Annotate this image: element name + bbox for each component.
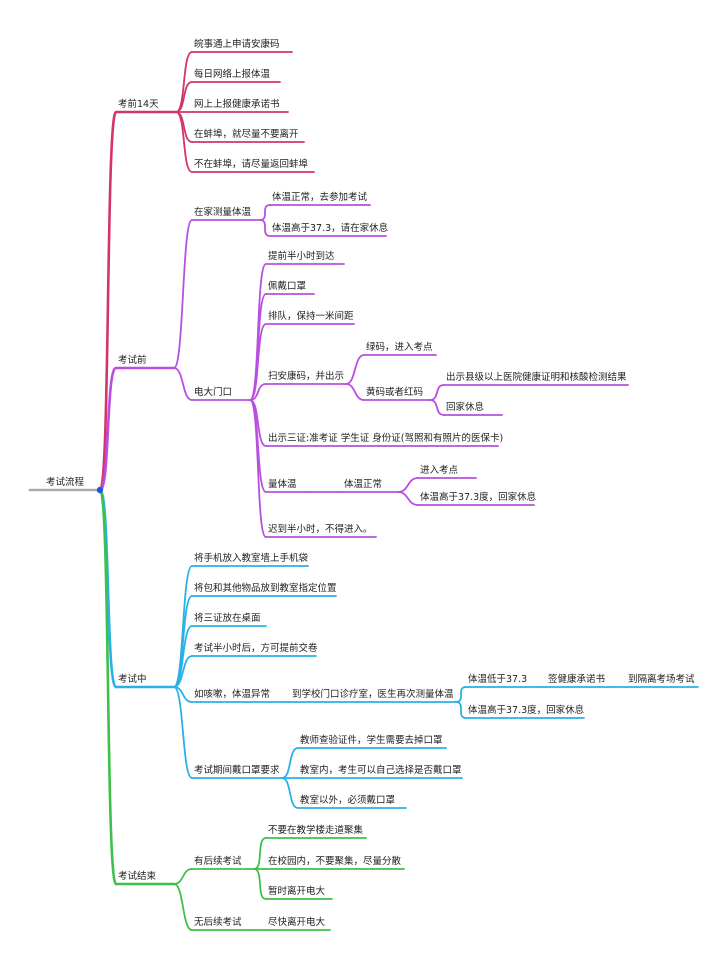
node-branches-1-children-1-children-3-children-0[interactable]: 绿码，进入考点 [366, 342, 433, 353]
node-branches-1-children-1-children-3-children-1-children-1[interactable]: 回家休息 [446, 402, 485, 413]
node-branches-3-children-1-children-0[interactable]: 尽快离开电大 [268, 917, 326, 928]
node-branches-1-children-1-children-6[interactable]: 迟到半小时，不得进入。 [268, 524, 373, 535]
node-branches-2-children-5[interactable]: 考试期间戴口罩要求 [194, 765, 280, 776]
connector-branches-3-children-0-children-2 [253, 868, 267, 900]
node-branches-0[interactable]: 考前14天 [118, 99, 159, 110]
node-branches-1-children-1[interactable]: 电大门口 [194, 387, 233, 398]
node-branches-1-children-1-children-3[interactable]: 扫安康码，并出示 [268, 371, 345, 382]
root-topic[interactable]: 考试流程 [46, 477, 85, 488]
node-branches-1-children-1-children-3-children-1[interactable]: 黄码或者红码 [366, 387, 424, 398]
node-branches-1-children-0-children-0[interactable]: 体温正常，去参加考试 [272, 192, 368, 203]
node-branches-2-children-4-children-0-children-0-children-0-children-0[interactable]: 到隔离考场考试 [628, 674, 695, 685]
node-branches-2[interactable]: 考试中 [118, 674, 147, 685]
node-branches-2-children-2[interactable]: 将三证放在桌面 [194, 613, 261, 624]
node-branches-1-children-0[interactable]: 在家测量体温 [194, 207, 252, 218]
node-branches-1-children-1-children-4[interactable]: 出示三证:准考证 学生证 身份证(驾照和有照片的医保卡) [268, 433, 504, 444]
node-branches-2-children-4-children-0-children-0-children-0[interactable]: 签健康承诺书 [548, 674, 606, 685]
connector-branches-1-children-1-children-2 [249, 323, 267, 401]
connector-branches-1-children-1-children-3-children-1 [345, 383, 365, 401]
node-branches-1-children-1-children-2[interactable]: 排队，保持一米间距 [268, 311, 354, 322]
node-branches-2-children-5-children-2[interactable]: 教室以外，必须戴口罩 [300, 795, 396, 806]
connector-branches-2-children-4-children-0-children-1 [455, 701, 467, 719]
node-branches-3-children-0[interactable]: 有后续考试 [194, 856, 242, 867]
node-branches-1-children-1-children-5-children-0-children-0[interactable]: 进入考点 [420, 465, 459, 476]
node-branches-3-children-0-children-2[interactable]: 暂时离开电大 [268, 886, 326, 897]
connector-branches-1-children-1-children-3-children-1-children-0 [429, 384, 445, 401]
node-branches-2-children-0[interactable]: 将手机放入教室墙上手机袋 [194, 553, 309, 564]
node-branches-1-children-1-children-5[interactable]: 量体温 [268, 479, 297, 490]
node-branches-1-children-1-children-5-children-0-children-1[interactable]: 体温高于37.3度，回家休息 [420, 492, 537, 503]
node-branches-2-children-1[interactable]: 将包和其他物品放到教室指定位置 [194, 583, 337, 594]
node-branches-2-children-4-children-0-children-1[interactable]: 体温高于37.3度，回家休息 [468, 705, 585, 716]
connector-branches-1 [98, 366, 118, 492]
connector-branches-1-children-1-children-0 [249, 263, 267, 401]
connector-branches-3-children-0 [173, 868, 193, 885]
connector-branches-2-children-3 [173, 655, 193, 688]
connector-branches-2-children-4-children-0-children-0 [455, 686, 467, 703]
connector-branches-1-children-1-children-3-children-1-children-1 [429, 399, 445, 416]
node-branches-1-children-1-children-3-children-1-children-0[interactable]: 出示县级以上医院健康证明和核酸检测结果 [446, 372, 627, 383]
node-branches-3-children-0-children-0[interactable]: 不要在教学楼走道聚集 [268, 825, 364, 836]
connector-branches-3-children-1 [173, 883, 193, 931]
connector-branches-1-children-0 [173, 219, 193, 369]
connector-branches-1-children-0-children-1 [259, 219, 271, 237]
connector-branches-1-children-1-children-5-children-0-children-1 [397, 491, 419, 506]
connector-branches-2-children-5-children-2 [281, 777, 299, 809]
connector-branches-3-children-0-children-0 [253, 837, 267, 870]
node-branches-0-children-3[interactable]: 在蚌埠，就尽量不要离开 [194, 129, 299, 140]
node-branches-2-children-3[interactable]: 考试半小时后，方可提前交卷 [194, 643, 318, 654]
connector-branches-1-children-0-children-0 [259, 204, 271, 221]
connector-branches-1-children-1 [173, 367, 193, 401]
root-hub-dot [96, 486, 104, 494]
node-branches-1[interactable]: 考试前 [118, 355, 147, 366]
connector-branches-0-children-4 [175, 111, 193, 173]
connector-branches-1-children-1-children-6 [249, 399, 267, 538]
node-branches-0-children-2[interactable]: 网上上报健康承诺书 [194, 99, 280, 110]
node-branches-2-children-4[interactable]: 如咳嗽，体温异常 [194, 689, 271, 700]
connector-branches-1-children-1-children-5-children-0-children-0 [397, 477, 419, 493]
node-branches-2-children-4-children-0-children-0[interactable]: 体温低于37.3 [468, 674, 528, 685]
node-branches-0-children-4[interactable]: 不在蚌埠，请尽量返回蚌埠 [194, 159, 309, 170]
node-branches-3[interactable]: 考试结束 [118, 871, 157, 882]
node-branches-1-children-1-children-1[interactable]: 佩戴口罩 [268, 281, 307, 292]
node-branches-1-children-1-children-0[interactable]: 提前半小时到达 [268, 251, 335, 262]
node-branches-1-children-1-children-5-children-0[interactable]: 体温正常 [344, 479, 383, 490]
node-branches-3-children-1[interactable]: 无后续考试 [194, 917, 242, 928]
connector-branches-0 [98, 110, 118, 492]
connector-branches-2-children-5 [173, 686, 193, 779]
node-branches-2-children-5-children-0[interactable]: 教师查验证件，学生需要去掉口罩 [300, 735, 443, 746]
connector-branches-2-children-5-children-0 [281, 747, 299, 779]
node-branches-3-children-0-children-1[interactable]: 在校园内，不要聚集，尽量分散 [268, 856, 402, 867]
node-branches-2-children-4-children-0[interactable]: 到学校门口诊疗室，医生再次测量体温 [292, 689, 454, 700]
connector-branches-3 [98, 488, 118, 886]
connector-branches-1-children-1-children-3 [249, 383, 267, 401]
node-branches-0-children-0[interactable]: 皖事通上申请安康码 [194, 39, 280, 50]
node-branches-2-children-5-children-1[interactable]: 教室内，考生可以自己选择是否戴口罩 [300, 765, 462, 776]
node-branches-1-children-0-children-1[interactable]: 体温高于37.3，请在家休息 [272, 223, 389, 234]
connector-branches-1-children-1-children-3-children-0 [345, 354, 365, 385]
node-branches-0-children-1[interactable]: 每日网络上报体温 [194, 69, 271, 80]
